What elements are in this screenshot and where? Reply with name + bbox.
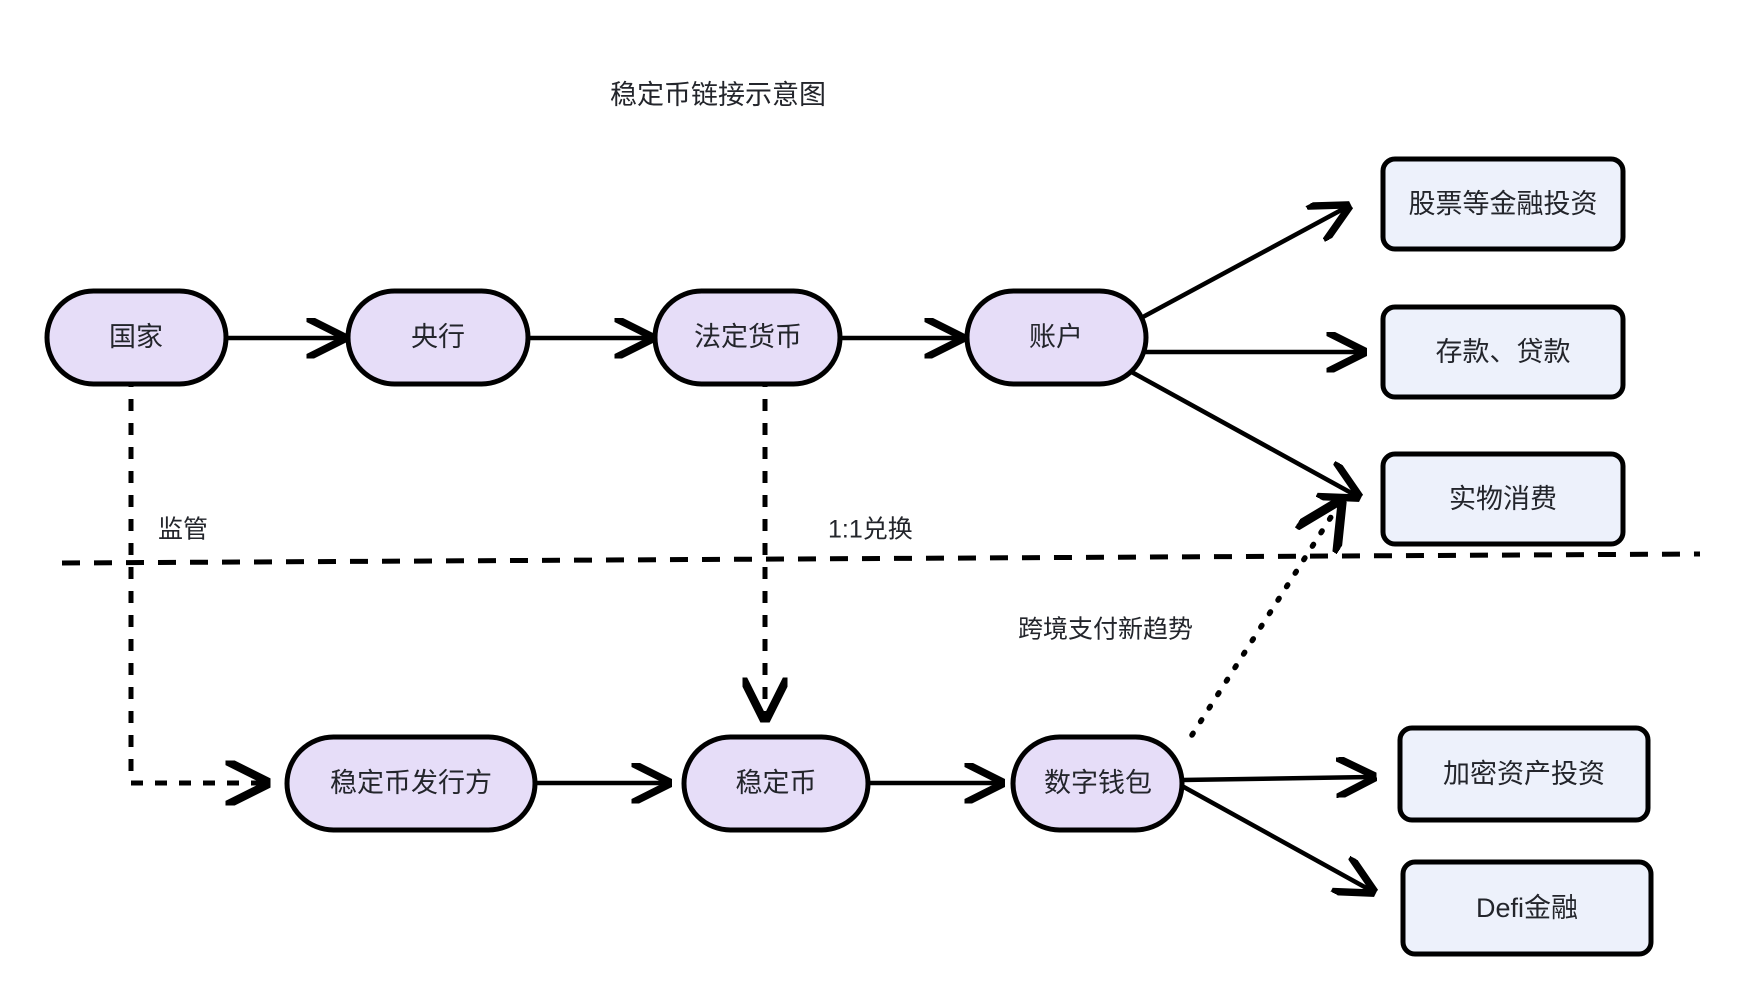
box-crypto-investment[interactable]: 加密资产投资: [1397, 725, 1651, 823]
edge-regulation: [128, 375, 263, 783]
box-stock-investment[interactable]: 股票等金融投资: [1380, 156, 1626, 252]
section-divider: [61, 551, 1701, 566]
node-fiat-currency-label: 法定货币: [694, 322, 802, 352]
box-crypto-investment-label: 加密资产投资: [1443, 759, 1605, 789]
box-defi-finance-label: Defi金融: [1476, 893, 1578, 923]
node-central-bank-label: 央行: [411, 322, 465, 352]
edge-wallet-to-crypto: [1181, 777, 1370, 780]
node-central-bank[interactable]: 央行: [345, 288, 531, 387]
node-stablecoin[interactable]: 稳定币: [681, 734, 871, 833]
edge-label-peg-exchange: 1:1兑换: [828, 516, 913, 544]
node-stablecoin-label: 稳定币: [736, 768, 817, 798]
edge-label-cross-border: 跨境支付新趋势: [1018, 616, 1193, 644]
node-account-label: 账户: [1029, 322, 1083, 352]
box-defi-finance[interactable]: Defi金融: [1400, 859, 1654, 957]
edge-label-regulation: 监管: [158, 516, 208, 544]
edge-cross-border-payment: [1189, 506, 1338, 738]
node-stablecoin-issuer[interactable]: 稳定币发行方: [284, 734, 538, 833]
node-fiat-currency[interactable]: 法定货币: [652, 288, 843, 387]
box-physical-consumption-label: 实物消费: [1449, 484, 1557, 514]
edge-account-to-stock: [1126, 208, 1345, 327]
box-deposit-loan-label: 存款、贷款: [1436, 337, 1571, 367]
box-stock-investment-label: 股票等金融投资: [1409, 189, 1598, 219]
node-stablecoin-issuer-label: 稳定币发行方: [330, 768, 492, 798]
box-physical-consumption[interactable]: 实物消费: [1380, 451, 1626, 547]
edge-account-to-consumption: [1126, 368, 1355, 495]
node-account[interactable]: 账户: [964, 288, 1149, 387]
node-digital-wallet[interactable]: 数字钱包: [1010, 734, 1185, 833]
node-digital-wallet-label: 数字钱包: [1044, 768, 1152, 798]
node-country-label: 国家: [109, 322, 163, 352]
box-deposit-loan[interactable]: 存款、贷款: [1380, 304, 1626, 400]
page-title: 稳定币链接示意图: [610, 80, 826, 110]
edge-wallet-to-defi: [1180, 784, 1370, 890]
node-country[interactable]: 国家: [44, 288, 229, 387]
